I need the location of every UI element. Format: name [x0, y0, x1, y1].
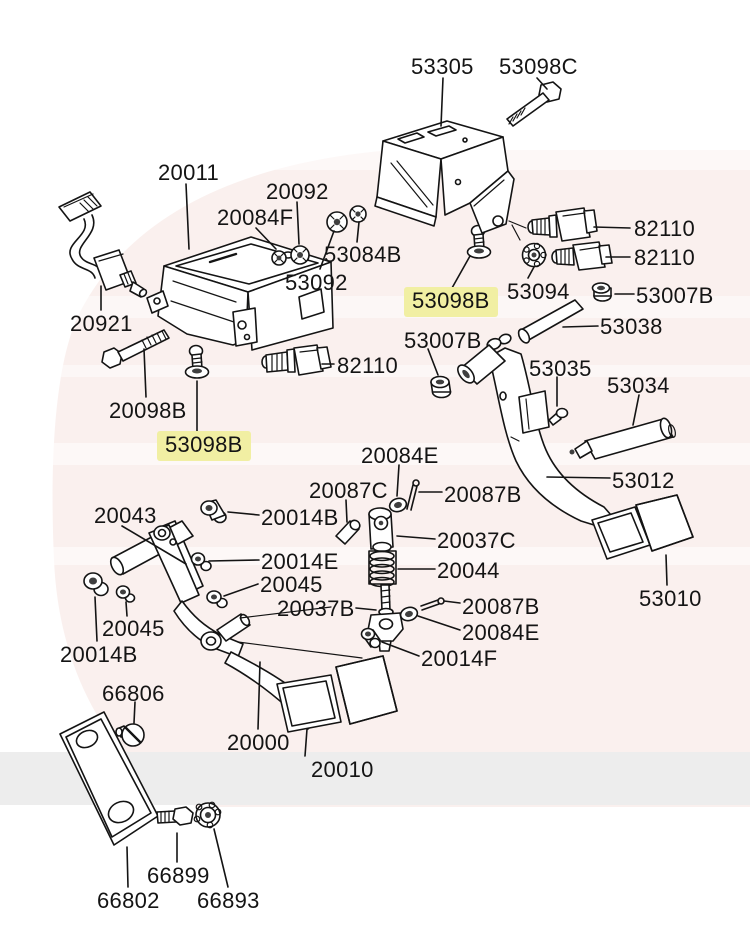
part-53098C-bolt: [506, 81, 562, 127]
part-label-53084B: 53084B: [324, 242, 402, 267]
part-label-20014B-2: 20014B: [60, 642, 138, 667]
part-label-20087B-1: 20087B: [444, 482, 522, 507]
part-label-53305: 53305: [411, 54, 474, 79]
part-20044-spring: [368, 550, 397, 588]
part-label-82110-1: 82110: [634, 216, 696, 241]
part-20014B-bushing-1: [200, 499, 227, 524]
part-label-53098C: 53098C: [499, 54, 578, 79]
part-label-66806: 66806: [102, 681, 165, 706]
part-label-53094: 53094: [507, 279, 570, 304]
part-label-20044: 20044: [437, 558, 500, 583]
part-20045-bushing-left: [115, 585, 136, 603]
part-label-20921: 20921: [70, 311, 133, 336]
part-20084F-nut: [271, 250, 287, 266]
part-82110-switch-2: [551, 241, 613, 271]
part-82110-switch-1: [527, 207, 598, 242]
part-label-20014B-1: 20014B: [261, 505, 339, 530]
part-53010-pedal-pad: [635, 494, 694, 552]
part-20037C-clevis: [368, 507, 394, 553]
part-label-20045-2: 20045: [102, 616, 165, 641]
part-label-20045-1: 20045: [260, 572, 323, 597]
leader-lines: [94, 77, 668, 888]
part-label-20010: 20010: [311, 757, 374, 782]
part-53305-bracket: [374, 120, 527, 241]
part-20087B-cotter-pin-1: [406, 479, 420, 511]
part-label-20084E-1: 20084E: [361, 443, 439, 468]
part-label-20000: 20000: [227, 730, 290, 755]
part-label-20037B: 20037B: [277, 596, 355, 621]
part-53098B-screw-left: [184, 344, 210, 379]
part-label-53010: 53010: [639, 586, 702, 611]
part-53035-pin: [548, 407, 569, 426]
part-20092-nut: [290, 245, 310, 265]
part-53084B-nut: [349, 205, 367, 223]
part-label-53035: 53035: [529, 356, 592, 381]
part-label-66802: 66802: [97, 888, 160, 913]
part-label-20014E: 20014E: [261, 549, 339, 574]
part-20084E-washer-1: [388, 497, 408, 513]
part-20011-bracket: [146, 236, 334, 351]
part-20014B-bushing-2: [83, 572, 109, 597]
part-20087C-pin: [335, 519, 361, 545]
part-label-53034: 53034: [607, 373, 670, 398]
part-label-53092: 53092: [285, 270, 348, 295]
part-53034-damper: [569, 417, 676, 460]
part-20014F-bushing: [360, 627, 381, 649]
part-66806-screw: [115, 723, 145, 747]
part-label-20037C: 20037C: [437, 528, 516, 553]
part-53038-pin: [517, 299, 584, 344]
part-label-20084F: 20084F: [217, 205, 294, 230]
part-label-20043: 20043: [94, 503, 157, 528]
part-label-53012: 53012: [612, 468, 675, 493]
part-53007B-nut-right: [591, 282, 612, 302]
part-20098B-bolt: [101, 329, 170, 369]
part-53092-nut: [326, 211, 348, 233]
part-label-20011: 20011: [158, 160, 220, 185]
part-label-20087C: 20087C: [309, 478, 388, 503]
part-label-66899: 66899: [147, 863, 210, 888]
part-label-20092: 20092: [266, 179, 329, 204]
part-label-53098B-highlight-2: 53098B: [157, 431, 251, 461]
part-label-53098B-highlight-1: 53098B: [404, 287, 498, 317]
part-label-82110-3: 82110: [337, 353, 399, 378]
part-20084E-washer-2: [399, 606, 419, 622]
part-label-53007B-1: 53007B: [636, 283, 714, 308]
part-label-82110-2: 82110: [634, 245, 696, 270]
part-label-20084E-2: 20084E: [462, 620, 540, 645]
part-82110-switch-3: [261, 344, 332, 376]
part-20921-switch-harness: [58, 191, 148, 298]
part-20014E-bushing: [190, 552, 212, 572]
part-label-20087B-2: 20087B: [462, 594, 540, 619]
part-20045-bushing-right: [206, 590, 228, 609]
part-label-20098B: 20098B: [109, 398, 187, 423]
part-66899-bolt: [156, 806, 194, 826]
part-20010-pedal-pad: [335, 655, 398, 725]
part-label-66893: 66893: [197, 888, 260, 913]
part-53007B-nut-left: [430, 375, 452, 399]
part-label-53007B-2: 53007B: [404, 328, 482, 353]
part-20000-accel-pedal: [148, 524, 363, 733]
part-53094-nut: [521, 242, 547, 268]
part-53012-clutch-pedal: [457, 333, 651, 560]
part-label-20014F: 20014F: [421, 646, 498, 671]
part-66893-nut: [193, 801, 222, 829]
part-20087B-cotter-pin-2: [420, 597, 445, 611]
part-label-53038: 53038: [600, 314, 663, 339]
